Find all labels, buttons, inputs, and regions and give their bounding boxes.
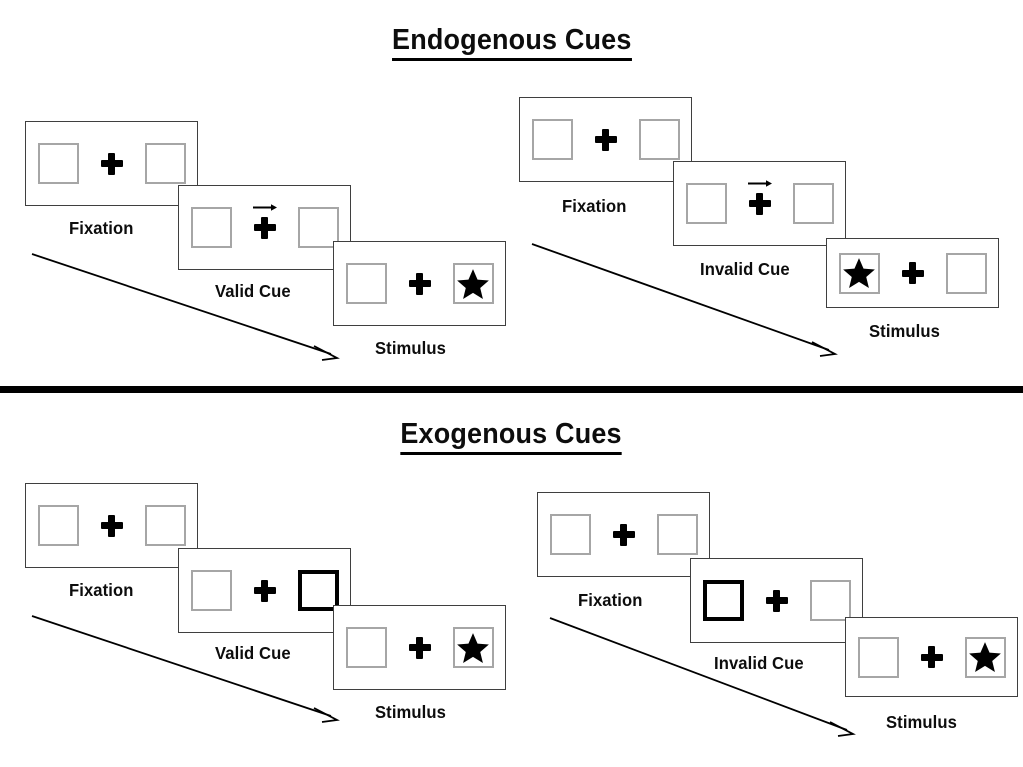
left-box [549,514,591,555]
section-title-endogenous-text: Endogenous Cues [391,24,632,61]
left-box [838,252,880,294]
fixation-cross-icon [747,179,772,215]
frame-content [190,203,339,248]
label-exogenous-valid-fixation: Fixation [69,580,134,600]
panel-exogenous-invalid-cue[interactable] [690,558,863,643]
left-box [685,183,727,224]
frame-content [549,514,698,555]
arrow-right-icon [252,203,277,211]
panel-exogenous-invalid-stimulus[interactable] [845,617,1018,697]
label-endogenous-invalid-stimulus: Stimulus [869,321,940,341]
fixation-cross-icon [901,262,924,284]
section-title-exogenous: Exogenous Cues [0,418,1023,455]
fixation-cross-icon [612,523,635,546]
right-box [297,207,339,248]
star-icon [457,268,489,299]
right-box [809,580,851,621]
panel-endogenous-invalid-fixation[interactable] [519,97,692,182]
frame-content [190,570,339,611]
left-box [190,207,232,248]
panel-exogenous-invalid-fixation[interactable] [537,492,710,577]
left-box [857,636,899,678]
frame-content [702,580,851,621]
fixation-cross-icon [252,203,277,239]
right-box-cued [297,570,339,611]
label-exogenous-invalid-cue: Invalid Cue [714,653,804,673]
fixation-cross-icon [408,272,431,295]
frame-content [345,627,494,668]
left-box [345,627,387,668]
label-endogenous-valid-stimulus: Stimulus [375,338,446,358]
star-icon [457,632,489,663]
section-divider [0,386,1023,393]
panel-endogenous-invalid-stimulus[interactable] [826,238,999,308]
right-box [452,627,494,668]
star-icon [843,258,875,289]
label-endogenous-valid-cue: Valid Cue [215,281,291,301]
panel-endogenous-valid-cue[interactable] [178,185,351,270]
left-box [345,263,387,304]
section-title-endogenous: Endogenous Cues [0,24,1023,61]
fixation-cross-icon [253,579,276,602]
arrow-right-icon [747,179,772,187]
left-box [37,505,79,546]
left-box [37,143,79,184]
frame-content [37,505,186,546]
right-box [144,505,186,546]
left-box [190,570,232,611]
panel-endogenous-invalid-cue[interactable] [673,161,846,246]
right-box [945,252,987,294]
label-exogenous-invalid-stimulus: Stimulus [886,712,957,732]
section-title-exogenous-text: Exogenous Cues [400,418,623,455]
fixation-cross-icon [594,128,617,151]
left-box-cued [702,580,744,621]
frame-content [685,179,834,224]
time-arrow-icon-endogenous-invalid [531,243,838,357]
label-endogenous-valid-fixation: Fixation [69,218,134,238]
fixation-cross-icon [100,514,123,537]
label-exogenous-invalid-fixation: Fixation [578,590,643,610]
panel-exogenous-valid-stimulus[interactable] [333,605,506,690]
right-box [452,263,494,304]
frame-content [857,636,1006,678]
fixation-cross-icon [100,152,123,175]
panel-endogenous-valid-fixation[interactable] [25,121,198,206]
label-exogenous-valid-stimulus: Stimulus [375,702,446,722]
right-box [656,514,698,555]
star-icon [969,642,1001,673]
panel-exogenous-valid-fixation[interactable] [25,483,198,568]
fixation-cross-icon [408,636,431,659]
right-box [638,119,680,160]
label-endogenous-invalid-fixation: Fixation [562,196,627,216]
label-exogenous-valid-cue: Valid Cue [215,643,291,663]
right-box [792,183,834,224]
fixation-cross-icon [765,589,788,612]
panel-endogenous-valid-stimulus[interactable] [333,241,506,326]
frame-content [838,252,987,294]
right-box [144,143,186,184]
frame-content [37,143,186,184]
label-endogenous-invalid-cue: Invalid Cue [700,259,790,279]
frame-content [531,119,680,160]
fixation-cross-icon [920,646,943,668]
frame-content [345,263,494,304]
panel-exogenous-valid-cue[interactable] [178,548,351,633]
right-box [964,636,1006,678]
left-box [531,119,573,160]
